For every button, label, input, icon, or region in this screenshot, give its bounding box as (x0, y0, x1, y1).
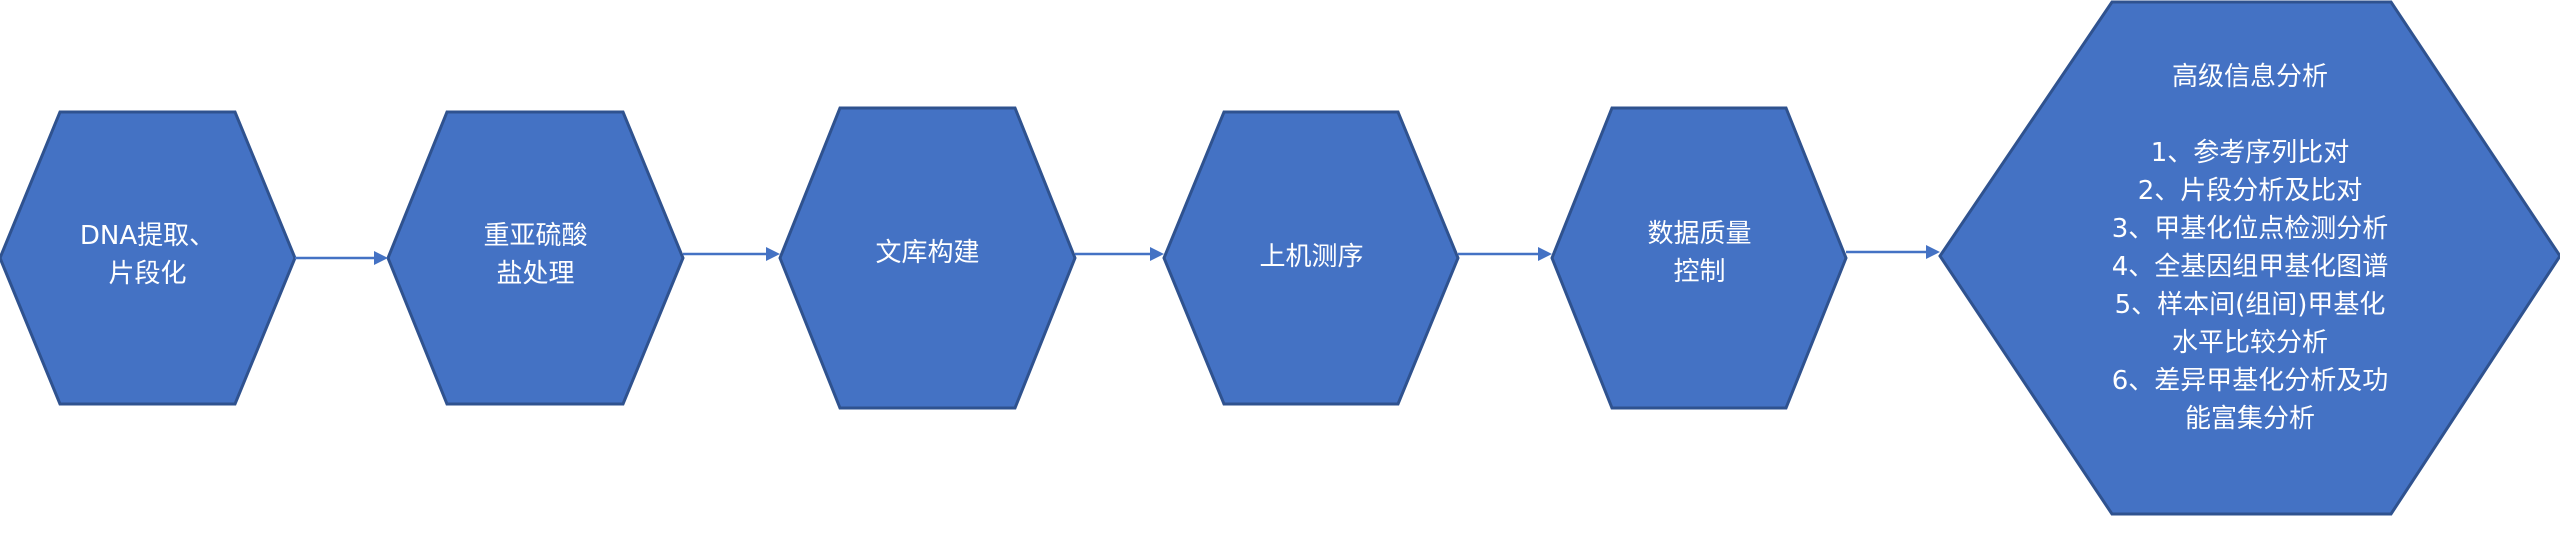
final-step-item-3: 3、甲基化位点检测分析 (2111, 214, 2389, 244)
final-step-item-2: 2、片段分析及比对 (2137, 176, 2363, 206)
connector-4-5 (1458, 247, 1552, 261)
step-2-line-1: 重亚硫酸 (483, 221, 588, 251)
step-2-label: 重亚硫酸 盐处理 (408, 180, 663, 330)
step-1-label: DNA提取、 片段化 (20, 180, 275, 330)
connector-2-3 (683, 247, 780, 261)
step-5-hexagon (1550, 106, 1848, 410)
step-4-line-1: 上机测序 (1259, 242, 1364, 272)
step-2-line-2: 盐处理 (496, 259, 575, 289)
final-step-item-4: 4、全基因组甲基化图谱 (2111, 252, 2389, 282)
step-3-line-1: 文库构建 (875, 238, 980, 268)
final-step-item-6: 水平比较分析 (2171, 328, 2328, 358)
step-5-line-1: 数据质量 (1647, 219, 1752, 249)
step-3-hexagon (778, 106, 1077, 410)
final-step-item-5: 5、样本间(组间)甲基化 (2114, 290, 2386, 320)
step-5-label: 数据质量 控制 (1572, 178, 1827, 328)
step-6-hexagon (1938, 0, 2560, 516)
final-step-item-7: 6、差异甲基化分析及功 (2111, 366, 2389, 396)
step-1-line-1: DNA提取、 (79, 221, 216, 251)
step-4-label: 上机测序 (1184, 182, 1439, 332)
connector-3-4 (1075, 247, 1164, 261)
connector-5-6 (1846, 245, 1940, 259)
final-step-label: 高级信息分析 1、参考序列比对 2、片段分析及比对 3、甲基化位点检测分析 4、… (2040, 58, 2460, 460)
step-2-hexagon (386, 110, 685, 406)
step-1-line-2: 片段化 (108, 259, 187, 289)
step-4-hexagon (1162, 110, 1460, 406)
step-3-label: 文库构建 (800, 178, 1055, 328)
final-step-title: 高级信息分析 (2171, 62, 2328, 92)
final-step-item-1: 1、参考序列比对 (2150, 138, 2350, 168)
final-step-item-8: 能富集分析 (2184, 404, 2315, 434)
connector-1-2 (295, 251, 388, 265)
step-5-line-2: 控制 (1673, 257, 1726, 287)
